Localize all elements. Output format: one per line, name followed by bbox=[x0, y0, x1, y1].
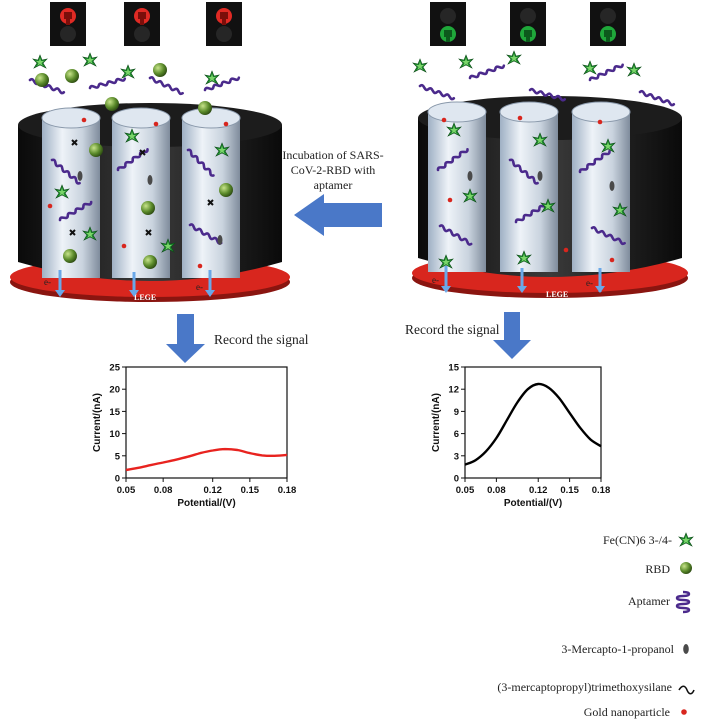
dpv-chart-left: 0 5 10 15 20 25 0.05 0.08 0.12 0.15 0.18Potential/… bbox=[92, 363, 296, 510]
legend-label: (3-mercaptopropyl)trimethoxysilane bbox=[497, 680, 672, 694]
plot-frame bbox=[125, 366, 288, 479]
y-axis-label: Current/(nA) bbox=[92, 393, 103, 452]
sphere-icon bbox=[680, 562, 692, 574]
plot-frame bbox=[464, 366, 602, 479]
legend-item-fe-cn: Fe(CN)6 3-/4- bbox=[603, 532, 694, 547]
traffic-lights-right bbox=[430, 2, 626, 46]
y-tick-label: 3 bbox=[454, 451, 459, 462]
y-tick-label: 12 bbox=[448, 385, 459, 396]
electrode-label-left: LEGE bbox=[134, 293, 156, 302]
incubation-step: Incubation of SARS- CoV-2-RBD with aptam… bbox=[282, 148, 384, 236]
incubation-label-line3: aptamer bbox=[314, 178, 353, 192]
electron-label: e- bbox=[196, 282, 203, 292]
legend-label: Gold nanoparticle bbox=[584, 705, 670, 719]
x-tick-label: 0.05 bbox=[456, 485, 475, 496]
x-tick-label: 0.08 bbox=[487, 485, 506, 496]
legend-item-mercaptopropanol: 3-Mercapto-1-propanol bbox=[561, 642, 689, 656]
y-tick-label: 9 bbox=[454, 407, 459, 418]
incubation-label-line2: CoV-2-RBD with bbox=[291, 163, 376, 177]
pores-right bbox=[427, 101, 631, 272]
y-tick-label: 20 bbox=[109, 385, 120, 396]
traffic-lights-left bbox=[50, 2, 242, 46]
legend-item-aptamer: Aptamer bbox=[628, 590, 691, 614]
dot-icon bbox=[681, 709, 687, 715]
down-arrow-icon bbox=[493, 312, 531, 359]
star-icon bbox=[678, 532, 694, 547]
y-tick-label: 15 bbox=[448, 363, 459, 374]
x-tick-label: 0.18 bbox=[592, 485, 611, 496]
y-tick-label: 0 bbox=[454, 474, 459, 485]
x-tick-label: 0.12 bbox=[529, 485, 548, 496]
electron-label: e- bbox=[586, 278, 593, 288]
aptamer-rbd-complexes-left bbox=[28, 52, 241, 269]
legend-label: 3-Mercapto-1-propanol bbox=[561, 642, 674, 656]
coil-icon bbox=[675, 590, 691, 614]
electrode-label-right: LEGE bbox=[546, 290, 568, 299]
y-tick-label: 0 bbox=[115, 474, 120, 485]
x-tick-label: 0.05 bbox=[117, 485, 136, 496]
x-axis-label: Potential/(V) bbox=[504, 498, 562, 509]
legend: Fe(CN)6 3-/4- RBD Aptamer 3-Mercapto-1-p… bbox=[497, 532, 695, 719]
x-tick-label: 0.15 bbox=[241, 485, 260, 496]
series-line bbox=[125, 447, 288, 472]
legend-item-mptms: (3-mercaptopropyl)trimethoxysilane bbox=[497, 680, 695, 695]
sensor-right: LEGE bbox=[412, 2, 688, 299]
y-tick-label: 5 bbox=[115, 451, 121, 462]
legend-item-rbd: RBD bbox=[645, 562, 692, 576]
sensor-left: LEGE bbox=[10, 2, 290, 302]
ellipse-icon bbox=[683, 644, 689, 654]
down-arrow-icon bbox=[166, 314, 205, 363]
y-axis-label: Current/(nA) bbox=[431, 393, 442, 452]
y-tick-label: 15 bbox=[109, 407, 120, 418]
aptamers-right bbox=[412, 50, 676, 269]
incubation-label-line1: Incubation of SARS- bbox=[282, 148, 383, 162]
left-arrow-icon bbox=[294, 194, 382, 236]
record-signal-left: Record the signal bbox=[214, 332, 309, 347]
series-line bbox=[464, 382, 602, 466]
y-tick-label: 6 bbox=[454, 429, 459, 440]
legend-item-gold-np: Gold nanoparticle bbox=[584, 705, 687, 719]
legend-label: Fe(CN)6 3-/4- bbox=[603, 533, 672, 547]
x-tick-label: 0.08 bbox=[154, 485, 173, 496]
electron-transfer-left: e- e- bbox=[44, 270, 215, 297]
x-tick-label: 0.12 bbox=[203, 485, 222, 496]
electron-label: e- bbox=[432, 275, 439, 285]
record-signal-right: Record the signal bbox=[405, 322, 500, 337]
y-tick-label: 25 bbox=[109, 363, 120, 374]
legend-label: Aptamer bbox=[628, 594, 670, 608]
y-tick-label: 10 bbox=[109, 429, 120, 440]
x-tick-label: 0.18 bbox=[278, 485, 297, 496]
dpv-chart-right: 0 3 6 9 12 15 0.05 0.08 0.12 0.15 0.18Potential/(V… bbox=[431, 363, 610, 510]
x-axis-label: Potential/(V) bbox=[177, 498, 235, 509]
x-tick-label: 0.15 bbox=[560, 485, 579, 496]
squiggle-icon bbox=[678, 685, 695, 695]
electron-transfer-right: e- e- bbox=[432, 266, 605, 293]
legend-label: RBD bbox=[645, 562, 670, 576]
electron-label: e- bbox=[44, 277, 51, 287]
